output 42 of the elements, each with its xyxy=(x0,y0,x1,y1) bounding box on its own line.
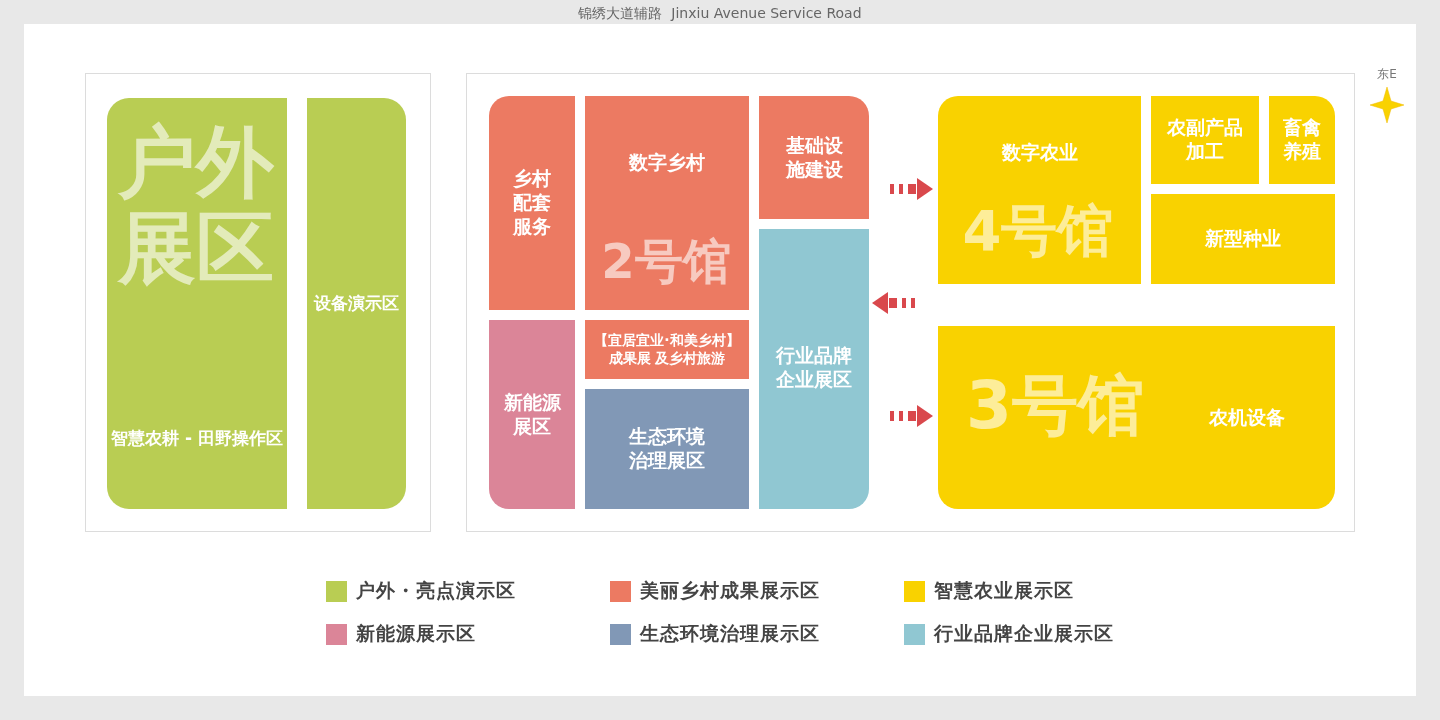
compass-label: 东E xyxy=(1376,66,1398,83)
zone-label: 基础设施建设 xyxy=(785,133,843,182)
exhibit-zone xyxy=(1269,96,1335,184)
hall-watermark: 2号馆 xyxy=(600,235,732,288)
zone-label: 【宜居宜业·和美乡村】成果展 及乡村旅游 xyxy=(593,332,741,367)
hall-watermark: 4号馆 xyxy=(961,200,1115,262)
exhibit-zone xyxy=(585,96,749,310)
hall-watermark: 3号馆 xyxy=(965,370,1145,443)
exhibit-zone xyxy=(938,96,1141,284)
zone-label: 生态环境治理展区 xyxy=(629,425,705,473)
zone-label: 新型种业 xyxy=(1205,227,1281,251)
legend-label: 户外・亮点演示区 xyxy=(356,578,516,603)
area-watermark: 户外展区 xyxy=(116,120,275,292)
exhibit-zone xyxy=(1151,96,1259,184)
zone-label: 数字农业 xyxy=(1001,141,1078,165)
legend-label: 行业品牌企业展示区 xyxy=(934,621,1114,646)
area-frame xyxy=(466,73,1355,532)
exhibit-zone xyxy=(759,96,869,219)
zone-label: 畜禽养殖 xyxy=(1283,116,1321,164)
legend-label: 美丽乡村成果展示区 xyxy=(640,578,820,603)
exhibit-zone xyxy=(585,320,749,379)
exhibit-zone xyxy=(1151,194,1335,284)
exhibit-zone xyxy=(938,326,1335,509)
zone-label: 行业品牌企业展区 xyxy=(776,344,852,392)
road-label: 锦绣大道辅路 Jinxiu Avenue Service Road xyxy=(577,5,863,23)
zone-label: 设备演示区 xyxy=(314,292,399,315)
legend-label: 新能源展示区 xyxy=(356,621,476,646)
exhibit-zone xyxy=(759,229,869,509)
area-frame xyxy=(85,73,431,532)
legend-label: 生态环境治理展示区 xyxy=(640,621,820,646)
zone-label: 乡村配套服务 xyxy=(513,167,551,239)
exhibit-zone xyxy=(307,98,406,509)
zone-label: 数字乡村 xyxy=(629,151,705,175)
exhibit-zone xyxy=(489,96,575,310)
zone-label: 农机设备 xyxy=(1208,405,1285,430)
exhibit-zone xyxy=(489,320,575,509)
zone-label: 农副产品加工 xyxy=(1167,116,1243,164)
exhibit-zone xyxy=(585,389,749,509)
exhibit-zone xyxy=(107,98,287,509)
zone-label: 新能源展区 xyxy=(503,390,561,439)
zone-label: 智慧农耕 - 田野操作区 xyxy=(111,428,283,450)
legend-label: 智慧农业展示区 xyxy=(934,578,1074,603)
